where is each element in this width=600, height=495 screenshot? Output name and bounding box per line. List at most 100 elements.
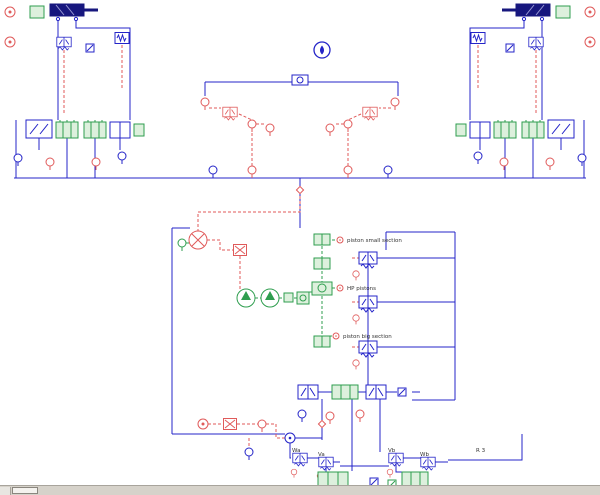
red-x-component-a[interactable] <box>233 244 247 256</box>
pilot-gauge-left-b[interactable] <box>247 119 257 133</box>
pilot-gauge-right-b[interactable] <box>343 119 353 133</box>
pilot-gauge-right-c[interactable] <box>325 123 335 137</box>
pilot-gauge-right-a[interactable] <box>390 97 400 111</box>
manifold-port-left[interactable] <box>133 123 145 137</box>
lower-port[interactable] <box>397 387 407 397</box>
hydraulic-cylinder-right[interactable] <box>500 2 552 23</box>
junction-cross-lower[interactable] <box>317 419 327 429</box>
valve-Vb[interactable] <box>388 452 404 467</box>
manifold-gauge-left-a[interactable] <box>13 153 23 167</box>
relief-valve-right[interactable] <box>528 36 544 51</box>
manifold-port-right[interactable] <box>455 123 467 137</box>
manifold-block-right-a[interactable] <box>521 119 545 139</box>
horizontal-scrollbar-track[interactable] <box>0 485 600 495</box>
bottom-left-gauge-blue[interactable] <box>244 447 254 461</box>
label-hp-pistons: HP pistons <box>347 286 376 292</box>
fluid-properties-icon[interactable] <box>313 41 331 59</box>
horizontal-scrollbar-thumb[interactable] <box>12 487 38 494</box>
green-connector-left[interactable] <box>29 5 45 19</box>
pump-aux-a[interactable] <box>283 292 294 303</box>
rotary-source-icon-left-mid[interactable] <box>4 36 16 48</box>
lower-gauge-b[interactable] <box>325 411 335 425</box>
center-orifice-component[interactable] <box>291 74 309 86</box>
label-valve-Wb: Wb <box>420 452 429 458</box>
piston-small-section-component[interactable] <box>313 233 331 246</box>
bottom-left-gauge[interactable] <box>257 419 267 433</box>
stack-valve-b[interactable] <box>358 295 378 313</box>
mid-green-valve[interactable] <box>313 257 331 270</box>
manifold-block-left-b[interactable] <box>83 119 107 139</box>
lower-gauge-c[interactable] <box>355 409 365 423</box>
stack-valve-c[interactable] <box>358 340 378 358</box>
manifold-block-left-a[interactable] <box>55 119 79 139</box>
junction-cross-main[interactable] <box>295 185 305 195</box>
pump-aux-b[interactable] <box>296 291 310 305</box>
manifold-block-right-b[interactable] <box>493 119 517 139</box>
label-valve-Wa: Wa <box>292 448 300 454</box>
bus-gauge-a[interactable] <box>208 165 218 179</box>
label-piston-small-section: piston small section <box>347 238 402 244</box>
stack-valve-a[interactable] <box>358 251 378 269</box>
red-x-component-b[interactable] <box>223 418 237 430</box>
bus-gauge-b[interactable] <box>247 165 257 179</box>
pilot-gauge-left-a[interactable] <box>200 97 210 111</box>
junction-node-circle[interactable] <box>284 432 296 444</box>
stack-gauge-b[interactable] <box>352 314 360 325</box>
relief-valve-left[interactable] <box>56 36 72 51</box>
gauge-Vb[interactable] <box>386 468 394 478</box>
manifold-gauge-right-d[interactable] <box>473 151 483 165</box>
manifold-valve-left-a[interactable] <box>25 119 53 139</box>
bottom-manifold-b[interactable] <box>401 471 429 487</box>
lower-gauge-a[interactable] <box>297 409 307 423</box>
gauge-Wa[interactable] <box>290 468 298 478</box>
pilot-gauge-left-c[interactable] <box>265 123 275 137</box>
rotary-source-icon-right-top[interactable] <box>584 6 596 18</box>
main-pump-icon[interactable] <box>236 288 256 308</box>
green-connector-right[interactable] <box>555 5 571 19</box>
small-orifice-left[interactable] <box>85 43 95 53</box>
rotary-source-icon-right-mid[interactable] <box>584 36 596 48</box>
label-valve-Vb: Vb <box>388 448 396 454</box>
pilot-valve-left[interactable] <box>222 106 238 121</box>
sensor-piston-small[interactable] <box>336 236 344 244</box>
manifold-gauge-right-a[interactable] <box>577 153 587 167</box>
manifold-valve-left-b[interactable] <box>109 121 131 139</box>
bottom-left-source-icon[interactable] <box>197 418 209 430</box>
valve-Wb[interactable] <box>420 456 436 471</box>
label-valve-Va: Va <box>318 452 325 458</box>
bus-gauge-d[interactable] <box>383 165 393 179</box>
bus-gauge-c[interactable] <box>343 165 353 179</box>
stack-gauge-a[interactable] <box>352 270 360 281</box>
secondary-pump-icon[interactable] <box>260 288 280 308</box>
label-node-r3: R 3 <box>476 448 486 454</box>
compressor-icon[interactable] <box>188 230 208 250</box>
valve-Wa[interactable] <box>292 452 308 467</box>
valve-Va[interactable] <box>318 456 334 471</box>
manifold-gauge-right-c[interactable] <box>499 157 509 171</box>
manifold-gauge-left-c[interactable] <box>91 157 101 171</box>
pilot-valve-right[interactable] <box>362 106 378 121</box>
lower-manifold[interactable] <box>331 384 359 400</box>
stack-gauge-c[interactable] <box>352 359 360 370</box>
manifold-gauge-left-b[interactable] <box>45 157 55 171</box>
hydraulic-lines-blue <box>14 17 586 473</box>
scrollbar-corner <box>0 487 11 495</box>
bottom-manifold-a[interactable] <box>317 471 349 487</box>
hydraulic-cylinder-left[interactable] <box>48 2 100 23</box>
damper-icon-left[interactable] <box>114 32 130 44</box>
rotary-source-icon-left-top[interactable] <box>4 6 16 18</box>
damper-icon-right[interactable] <box>470 32 486 44</box>
manifold-gauge-right-b[interactable] <box>545 157 555 171</box>
sensor-piston-big[interactable] <box>332 332 340 340</box>
manifold-valve-right-b[interactable] <box>469 121 491 139</box>
manifold-gauge-left-d[interactable] <box>117 151 127 165</box>
sensor-hp-pistons[interactable] <box>336 284 344 292</box>
lower-valve-b[interactable] <box>365 384 387 400</box>
manifold-valve-right-a[interactable] <box>547 119 575 139</box>
compressor-gauge[interactable] <box>177 238 187 252</box>
small-orifice-right[interactable] <box>505 43 515 53</box>
piston-big-section-component[interactable] <box>313 335 331 348</box>
lower-valve-a[interactable] <box>297 384 319 400</box>
hp-piston-component[interactable] <box>311 281 333 296</box>
